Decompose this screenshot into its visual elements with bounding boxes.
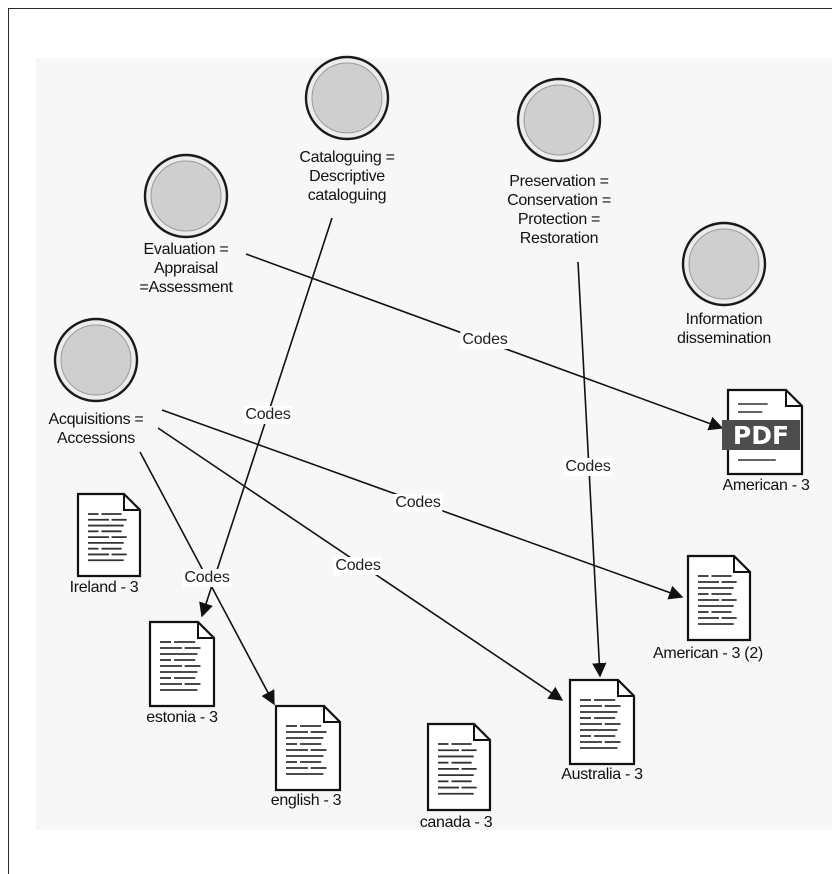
link-label-acquisitions-to-american-2: Codes (393, 494, 443, 512)
document-label-estonia: estonia - 3 (146, 709, 218, 726)
code-label-line: Descriptive (309, 168, 385, 185)
code-label-line: Protection = (517, 211, 601, 228)
document-label-ireland: Ireland - 3 (69, 579, 139, 596)
code-label-line: cataloguing (307, 187, 387, 204)
code-label-line: Preservation = (509, 173, 609, 190)
link-label-evaluation-to-american-pdf: Codes (460, 331, 510, 349)
document-label-canada: canada - 3 (419, 814, 493, 831)
code-label-line: Cataloguing = (299, 149, 395, 166)
text-document-icon-english[interactable] (274, 704, 342, 792)
code-node-fill-information (688, 228, 760, 300)
code-label-cataloguing: Cataloguing = Descriptive cataloguing (299, 148, 395, 205)
document-label-american-2: American - 3 (2) (653, 645, 763, 662)
code-node-fill-preservation (523, 84, 595, 156)
code-label-line: Information (685, 311, 763, 328)
text-document-icon-estonia[interactable] (148, 620, 216, 708)
code-node-fill-acquisitions (60, 324, 132, 396)
code-label-line: Appraisal (153, 260, 218, 277)
document-label-english: english - 3 (270, 792, 342, 809)
text-document-icon-australia[interactable] (568, 678, 636, 766)
link-label-acquisitions-to-australia: Codes (333, 557, 383, 575)
code-label-acquisitions: Acquisitions = Accessions (49, 410, 144, 448)
code-label-line: dissemination (677, 330, 771, 347)
code-label-line: Accessions (57, 430, 135, 447)
pdf-badge-text: PDF (733, 421, 789, 450)
code-node-fill-evaluation (150, 160, 222, 232)
code-label-evaluation: Evaluation = Appraisal =Assessment (139, 240, 232, 297)
link-label-acquisitions-to-english: Codes (182, 569, 232, 587)
code-label-line: Restoration (519, 230, 599, 247)
code-label-line: Conservation = (507, 192, 611, 209)
code-label-line: Evaluation = (143, 241, 229, 258)
code-label-line: =Assessment (139, 279, 233, 296)
text-document-icon-american-2[interactable] (686, 554, 752, 642)
document-label-american-pdf: American - 3 (722, 477, 810, 494)
link-label-preservation-to-australia: Codes (563, 458, 613, 476)
link-label-cataloguing-to-estonia: Codes (243, 406, 293, 424)
code-label-line: Acquisitions = (48, 411, 144, 428)
pdf-document-icon-american-pdf[interactable]: PDF (722, 388, 804, 476)
code-node-fill-cataloguing (311, 62, 383, 134)
document-label-australia: Australia - 3 (561, 766, 643, 783)
code-label-information: Information dissemination (677, 310, 771, 348)
text-document-icon-ireland[interactable] (76, 492, 142, 578)
code-label-preservation: Preservation = Conservation = Protection =… (507, 172, 611, 248)
text-document-icon-canada[interactable] (426, 722, 492, 812)
